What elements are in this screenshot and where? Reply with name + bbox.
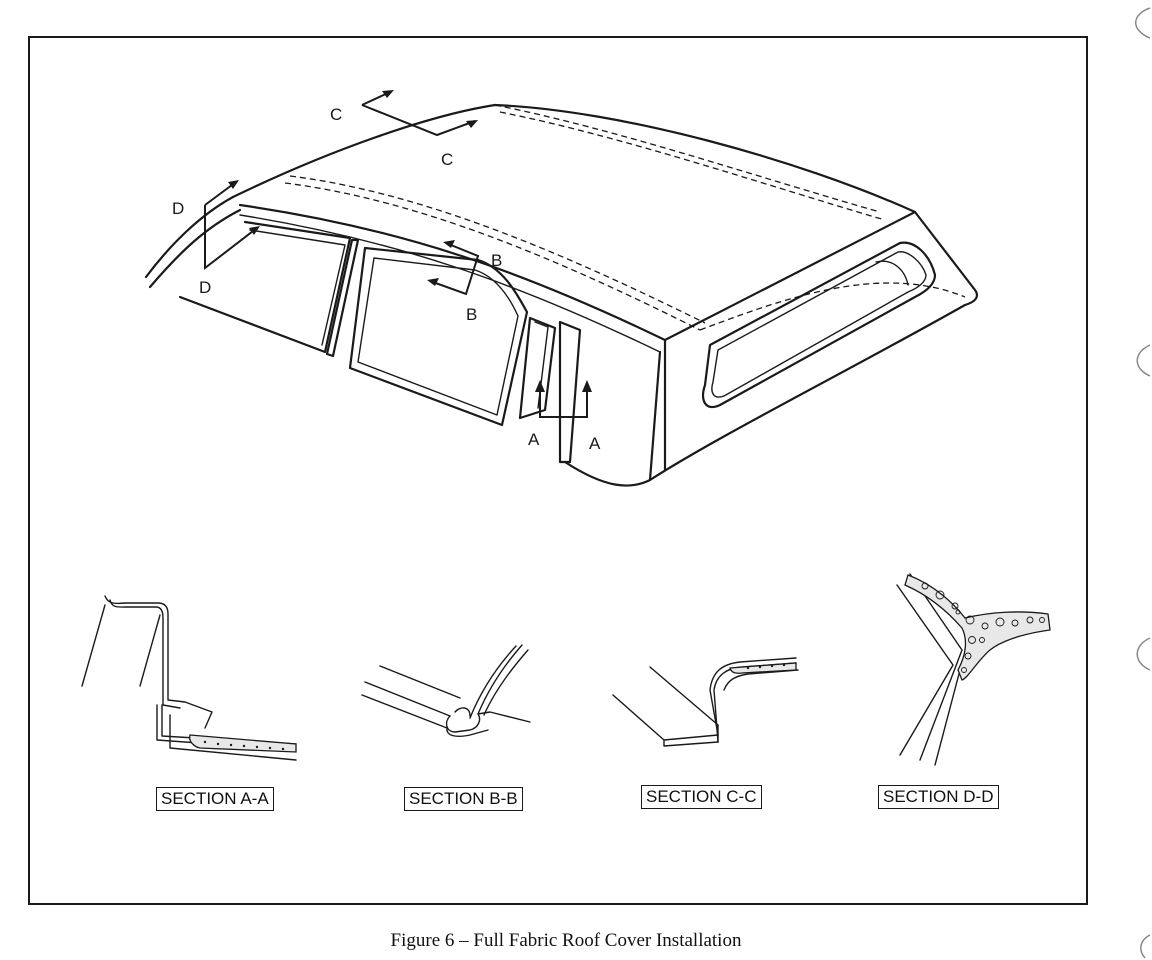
arrow-label-c-top: C [330,105,342,124]
arrow-label-c-bottom: C [441,150,453,169]
section-a-detail [81,595,297,761]
section-label-b: SECTION B-B [404,787,523,811]
figure-caption: Figure 6 – Full Fabric Roof Cover Instal… [390,930,742,951]
arrow-label-b-bottom: B [466,305,477,324]
figure-frame [28,36,1088,905]
car-roof-illustration [144,103,979,487]
section-label-d: SECTION D-D [878,785,999,809]
arrow-label-b-top: B [491,251,502,270]
section-arrows [204,90,592,418]
section-label-a: SECTION A-A [156,787,274,811]
section-b-detail [361,644,531,737]
binding-marks [1135,7,1151,959]
section-d-detail [896,573,1051,766]
arrow-label-a-right: A [589,434,601,453]
section-c-detail [612,657,799,747]
arrow-label-d-bottom: D [199,278,211,297]
arrow-labels: C C D D B B A A [172,105,601,453]
section-label-c: SECTION C-C [641,785,762,809]
arrow-label-a-left: A [528,430,540,449]
arrow-label-d-top: D [172,199,184,218]
